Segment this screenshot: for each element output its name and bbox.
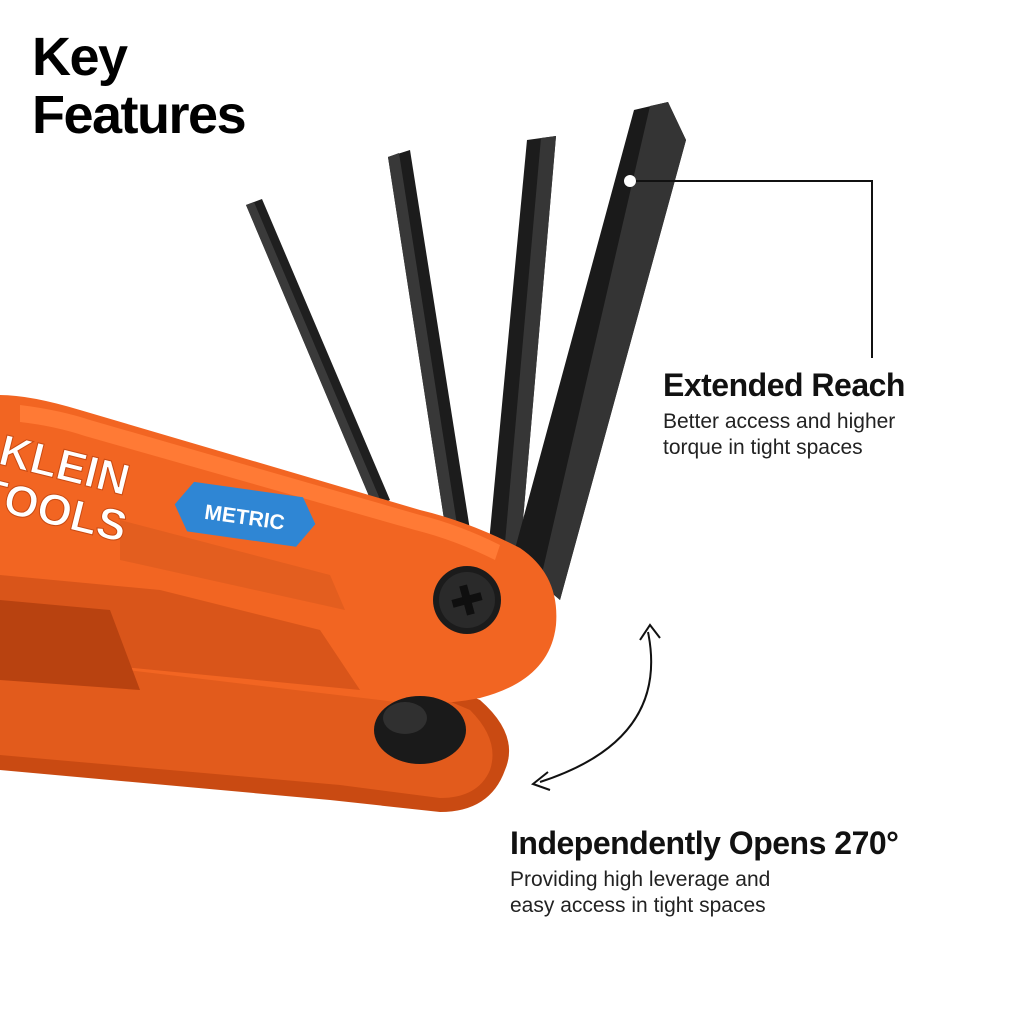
- callout-dot: [624, 175, 636, 187]
- feature-heading: Extended Reach: [663, 367, 905, 403]
- hex-keys: [246, 102, 686, 600]
- feature-independently-opens: Independently Opens 270° Providing high …: [510, 825, 899, 919]
- feature-description: Providing high leverage and easy access …: [510, 868, 771, 917]
- page-title-line-1: Key: [32, 27, 128, 87]
- feature-extended-reach: Extended Reach Better access and higher …: [663, 367, 905, 461]
- callout-line: [636, 180, 873, 358]
- extended-reach-callout: [624, 175, 873, 358]
- page-title-line-2: Features: [32, 85, 247, 145]
- feature-heading: Independently Opens 270°: [510, 825, 899, 861]
- brand-logo: KLEIN TOOLS: [0, 425, 135, 552]
- page-title: Key Features: [32, 27, 247, 145]
- tool-handle: [0, 395, 557, 812]
- feature-description: Better access and higher torque in tight…: [663, 410, 896, 459]
- metric-badge: METRIC: [174, 481, 316, 547]
- rotation-arrow: [530, 623, 661, 791]
